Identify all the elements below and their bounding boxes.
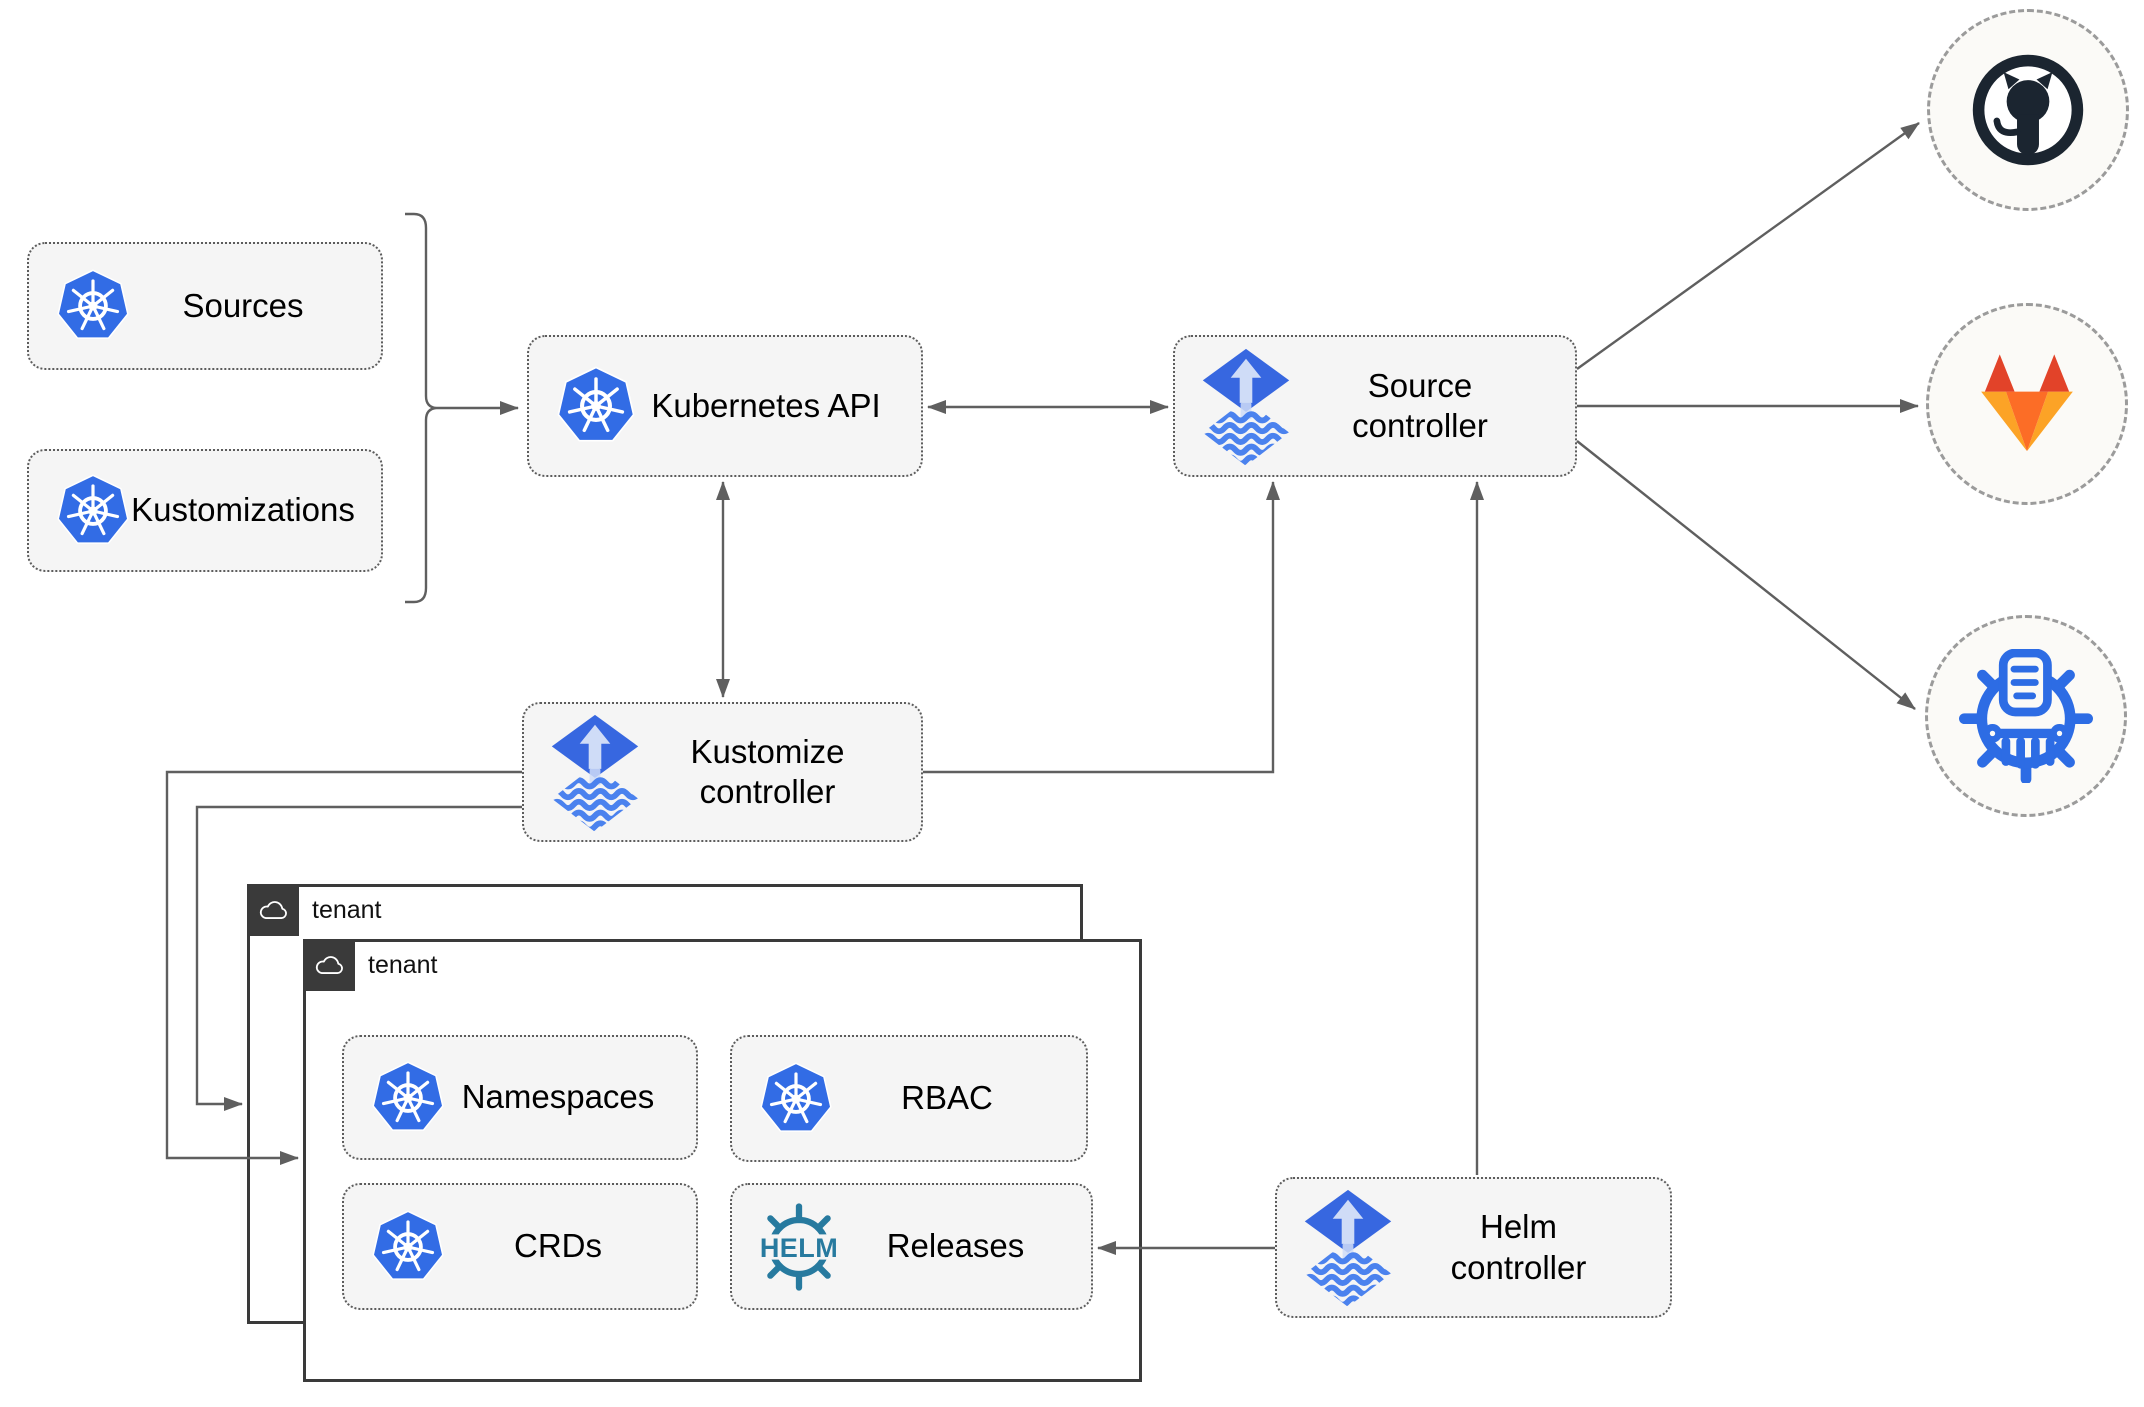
kubernetes-icon: [56, 268, 130, 341]
node-kustomize-controller: Kustomize controller: [522, 702, 923, 842]
tenant-inner-label: tenant: [368, 951, 438, 979]
node-namespaces-label: Namespaces: [461, 1078, 655, 1116]
helm-icon: HELM: [752, 1202, 846, 1291]
cloud-icon: [247, 884, 299, 936]
arrow-source-to-helm-repository: [1576, 440, 1916, 710]
node-releases: HELM Releases: [730, 1183, 1093, 1310]
arrow-source-to-github: [1576, 122, 1920, 370]
node-kustomizations-label: Kustomizations: [131, 491, 355, 529]
flux-icon: [550, 713, 640, 832]
node-crds: CRDs: [342, 1183, 698, 1310]
kubernetes-icon: [56, 472, 130, 545]
tenant-outer-label: tenant: [312, 896, 382, 924]
node-sources: Sources: [27, 242, 383, 370]
helm-repository-icon: [1959, 649, 2093, 783]
node-helm-controller: Helm controller: [1275, 1177, 1672, 1318]
endpoint-github: [1927, 9, 2129, 211]
node-rbac: RBAC: [730, 1035, 1088, 1162]
kubernetes-icon: [759, 1060, 833, 1133]
gitlab-icon: [1981, 354, 2073, 452]
arrow-kustomize-to-source-controller: [923, 481, 1280, 774]
node-crds-label: CRDs: [514, 1227, 602, 1265]
node-kustomize-controller-label: Kustomize controller: [690, 732, 845, 810]
kubernetes-icon: [371, 1208, 445, 1281]
kubernetes-icon: [371, 1059, 445, 1132]
node-kubernetes-api: Kubernetes API: [527, 335, 923, 477]
node-kubernetes-api-label: Kubernetes API: [651, 386, 881, 424]
node-rbac-label: RBAC: [901, 1079, 993, 1117]
endpoint-gitlab: [1926, 303, 2128, 505]
node-source-controller-label: Source controller: [1352, 366, 1488, 444]
cloud-icon: [303, 939, 355, 991]
helm-wordmark: HELM: [760, 1232, 838, 1262]
node-kustomizations: Kustomizations: [27, 449, 383, 572]
kubernetes-icon: [555, 365, 637, 447]
flux-icon: [1303, 1188, 1393, 1307]
node-helm-controller-label: Helm controller: [1450, 1208, 1587, 1286]
node-sources-label: Sources: [182, 286, 304, 324]
flux-icon: [1201, 347, 1291, 466]
endpoint-helm-repository: [1925, 615, 2127, 817]
bracket-sources-group: [405, 212, 437, 604]
node-namespaces: Namespaces: [342, 1035, 698, 1160]
node-releases-label: Releases: [886, 1227, 1025, 1265]
node-source-controller: Source controller: [1173, 335, 1577, 477]
github-icon: [1972, 54, 2084, 166]
